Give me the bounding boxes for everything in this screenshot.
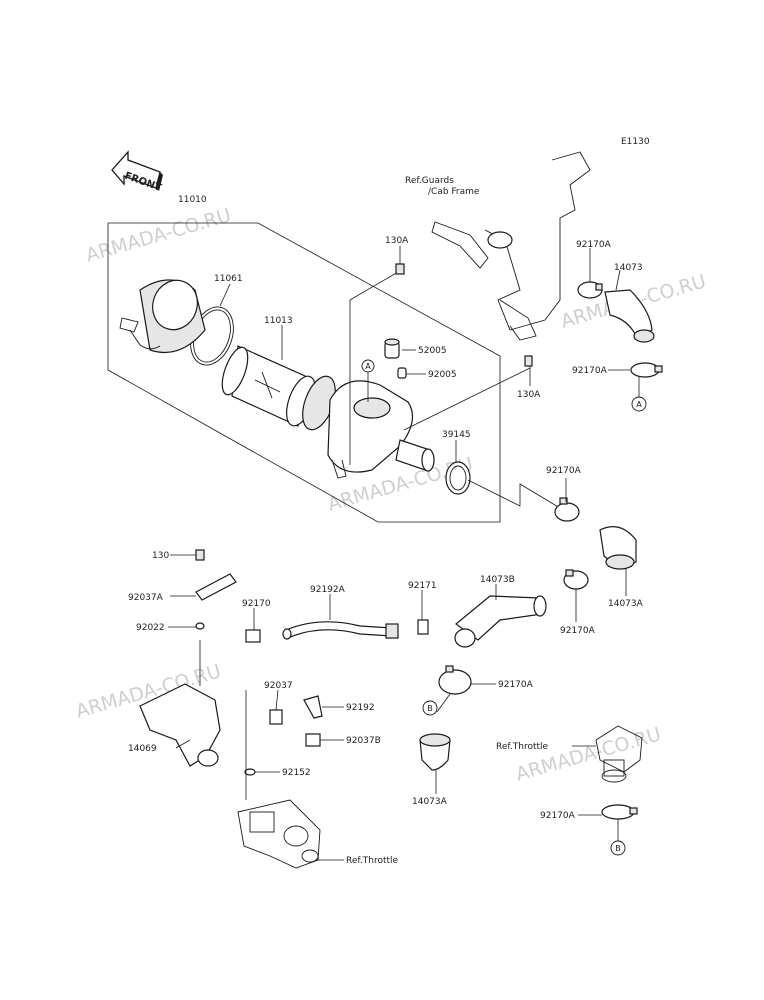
clamp-92170a-upper [577,281,603,299]
washer-92022 [195,622,205,630]
clip-92037 [269,709,283,725]
part-label-130a: 130A [517,390,541,400]
hose-92192a [282,621,399,640]
leader-lines [168,246,630,861]
bracket-92037a [195,573,237,601]
front-arrow: FRONT [111,150,163,194]
part-label-92170a: 92170A [560,626,596,636]
part-label-11010: 11010 [178,195,207,205]
watermark: ARMADA-CO.RU [83,204,233,266]
part-label-92170a: 92170A [576,240,612,250]
throttle-body-lower [237,799,321,869]
ref-cab-frame-label: /Cab Frame [428,187,480,197]
cab-frame [431,151,591,341]
part-label-14073a: 14073A [412,797,448,807]
bolt-130 [195,549,205,561]
marker-b: B [427,704,433,713]
part-label-92005: 92005 [428,370,457,380]
washer-92152 [244,768,256,776]
bolt-130a-upper [395,263,405,275]
hose-92192 [303,695,323,719]
part-label-92170a: 92170A [572,366,608,376]
part-label-14069: 14069 [128,744,157,754]
duct-14073a-lower [419,733,451,771]
part-label-92170a: 92170A [540,811,576,821]
diagram-code: E1130 [621,137,650,147]
part-label-11061: 11061 [214,274,243,284]
watermark: ARMADA-CO.RU [513,723,663,785]
fitting-92005 [397,367,407,379]
clip-92171 [417,619,429,635]
part-label-39145: 39145 [442,430,471,440]
marker-b-circle [422,700,438,716]
part-label-130a: 130A [385,236,409,246]
intake-14069 [139,640,221,767]
duct-14073 [604,289,655,343]
part-label-130: 130 [152,551,169,561]
ref-guards-label: Ref.Guards [405,176,454,186]
breather-cap-52005 [384,338,400,359]
ref-throttle-label: Ref.Throttle [496,742,549,752]
air-cleaner-housing [327,271,435,479]
part-label-92170a: 92170A [546,466,582,476]
ring-39145 [445,461,471,495]
ref-throttle-label: Ref.Throttle [346,856,399,866]
part-label-92192: 92192 [346,703,375,713]
marker-a: A [636,400,642,409]
part-label-92022: 92022 [136,623,165,633]
part-label-14073b: 14073B [480,575,515,585]
part-label-92171: 92171 [408,581,437,591]
part-label-92152: 92152 [282,768,311,778]
bolt-130a-right [524,355,533,367]
part-label-92037b: 92037B [346,736,381,746]
clamp-92170a-right [563,569,589,590]
clamp-92170a-lower [630,362,663,378]
part-label-92170: 92170 [242,599,271,609]
part-label-14073: 14073 [614,263,643,273]
part-label-92037: 92037 [264,681,293,691]
part-label-14073a: 14073A [608,599,644,609]
part-label-92192a: 92192A [310,585,346,595]
duct-14073b [454,595,547,648]
part-label-92037a: 92037A [128,593,164,603]
air-cleaner-cover [119,279,206,354]
clip-92037b [305,733,321,747]
marker-b: B [615,844,621,853]
clamp-92170a-bottom [601,804,638,820]
assembly-bracket-11010 [107,222,501,523]
clamp-92170a-duct-b [438,665,472,695]
filter-element-11013 [221,345,336,431]
throttle-body-right [595,725,643,783]
duct-14073a-right [599,526,637,570]
marker-a: A [365,362,371,371]
part-label-52005: 52005 [418,346,447,356]
clamp-92170a-mid [554,497,580,522]
clamp-92170 [245,629,261,643]
part-label-92170a: 92170A [498,680,534,690]
part-label-11013: 11013 [264,316,293,326]
